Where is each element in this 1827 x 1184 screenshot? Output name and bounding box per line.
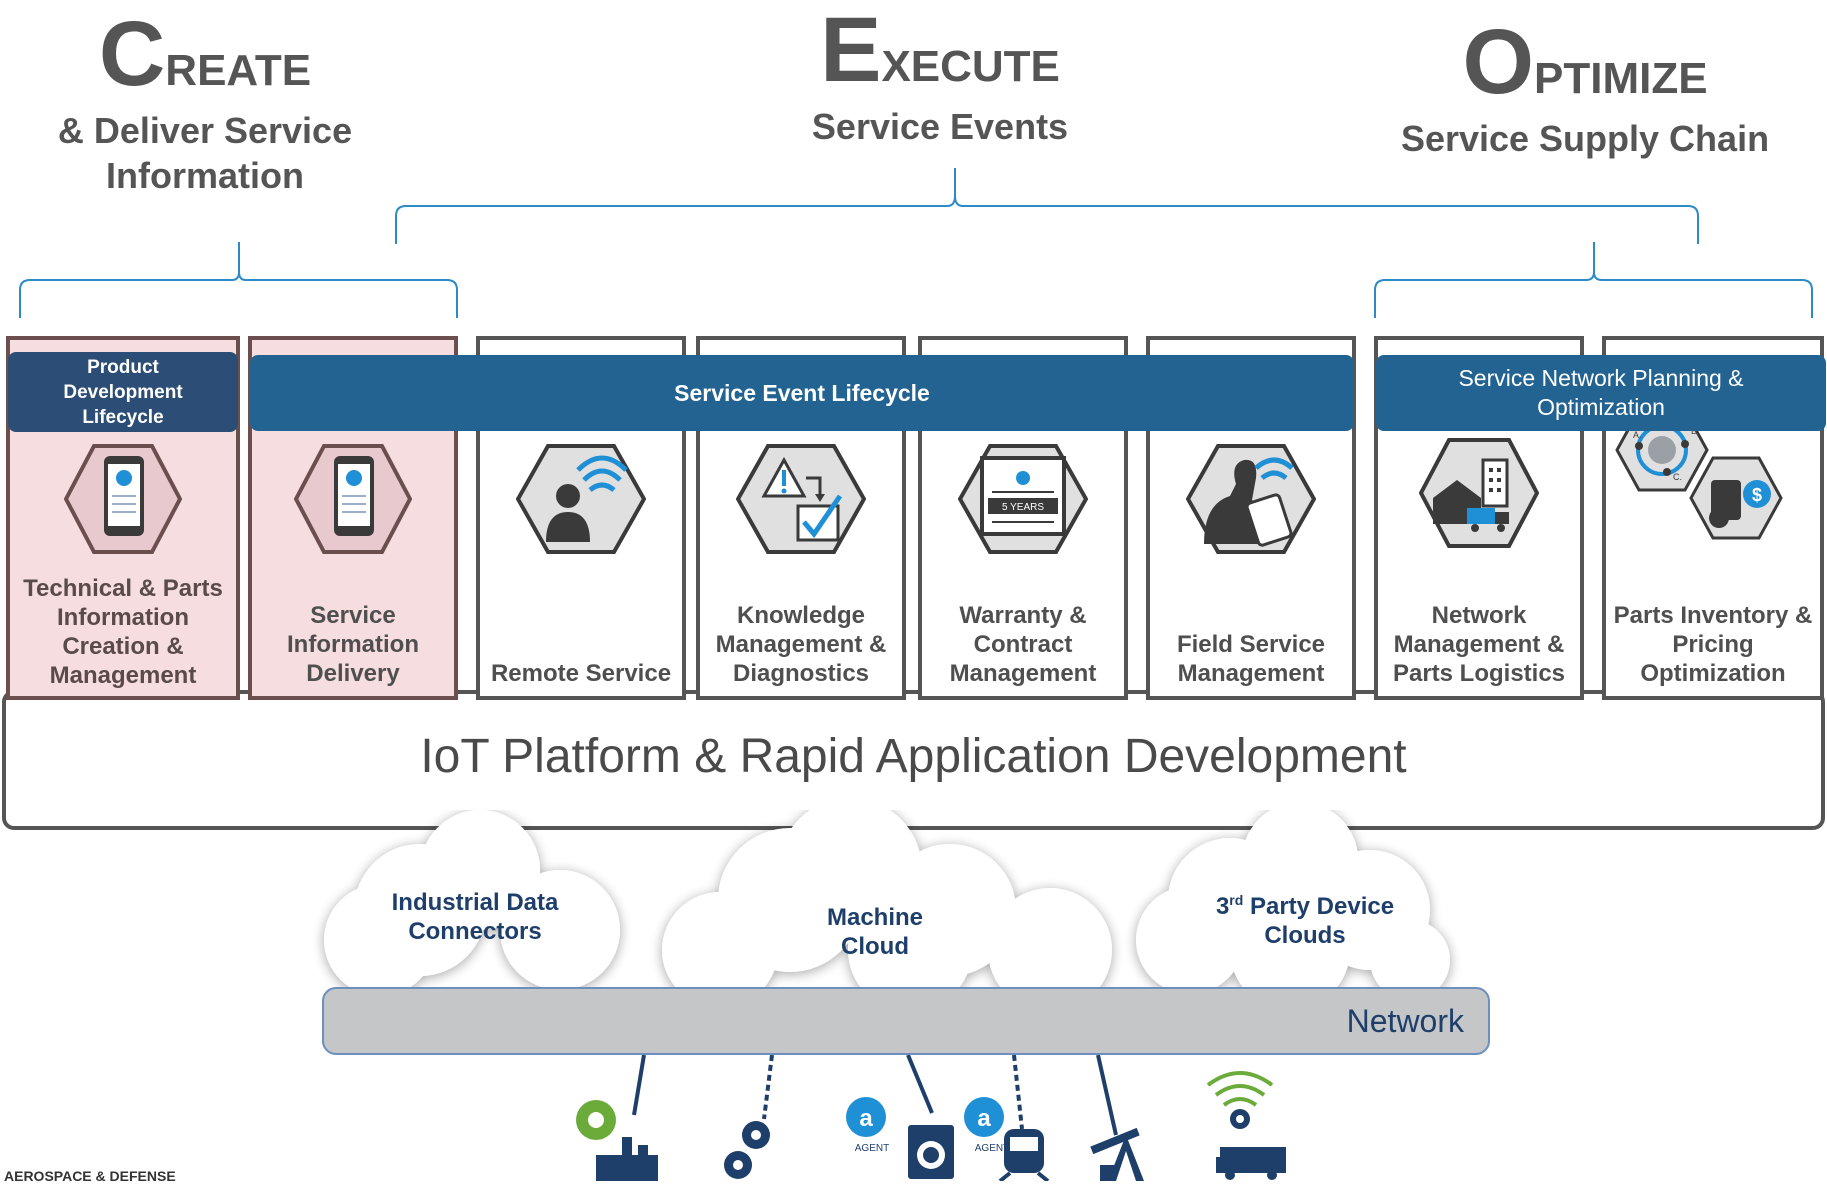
service-event-label: Service Event Lifecycle (674, 379, 930, 406)
wireless-truck-icon (1206, 1071, 1286, 1180)
tablet-gear-icon (293, 444, 413, 559)
dollar-sign-text: $ (1752, 485, 1762, 505)
connection-lines (632, 1055, 1118, 1136)
create-rest: REATE (165, 46, 312, 95)
column-label: Remote Service (490, 660, 672, 687)
svg-text:a: a (977, 1105, 991, 1132)
agent-badge-icon: a AGENT (846, 1097, 889, 1154)
third-party-number: 3 (1215, 893, 1230, 920)
column-label: Network Management & Parts Logistics (1392, 602, 1566, 687)
column-label: Service Information Delivery (287, 602, 419, 687)
optimize-bracket (1374, 242, 1813, 318)
create-header: CREATE & Deliver Service Information (40, 8, 370, 198)
column-label: Parts Inventory & Pricing Optimization (1613, 602, 1813, 687)
network-planning-label: Service Network Planning & Optimization (1458, 365, 1744, 420)
column-label: Warranty & Contract Management (949, 602, 1097, 687)
optimize-subtitle: Service Supply Chain (1400, 118, 1770, 159)
diagnostics-check-icon (735, 444, 867, 559)
footer-label: AEROSPACE & DEFENSE (4, 1168, 176, 1184)
gears-icon (724, 1121, 770, 1179)
warranty-years-text: 5 YEARS (1002, 502, 1044, 513)
warranty-certificate-icon: 5 YEARS (957, 444, 1089, 559)
network-planning-band: Service Network Planning & Optimization (1376, 355, 1826, 431)
optimize-header: OPTIMIZE Service Supply Chain (1375, 16, 1795, 161)
create-bracket (19, 242, 458, 318)
column-label: Technical & Parts Information Creation &… (23, 575, 223, 689)
execute-rest: XECUTE (881, 42, 1060, 91)
execute-bracket (395, 168, 1699, 244)
iot-platform-label: IoT Platform & Rapid Application Develop… (420, 729, 1407, 783)
execute-subtitle: Service Events (811, 106, 1069, 147)
third-party-text: Party Device Clouds (1243, 893, 1395, 949)
field-technician-tablet-icon (1185, 444, 1317, 559)
execute-header: EXECUTE Service Events (760, 4, 1120, 149)
product-development-band: Product Development Lifecycle (8, 352, 238, 432)
washing-machine-icon (908, 1125, 954, 1179)
create-subtitle-1: & Deliver Service (57, 110, 353, 151)
factory-gear-icon (576, 1100, 658, 1181)
industrial-cloud-shape (324, 810, 620, 996)
point-c-label: C. (1673, 472, 1682, 482)
service-event-band: Service Event Lifecycle (250, 355, 1354, 431)
third-party-cloud-label: 3rd Party Device Clouds (1210, 886, 1400, 950)
agent-badge-icon: a AGENT (964, 1097, 1009, 1154)
execute-initial: E (820, 0, 882, 101)
tablet-gear-icon (63, 444, 183, 559)
point-b-label: B. (1691, 426, 1700, 436)
point-a-label: A. (1633, 430, 1642, 440)
oil-pump-icon (1090, 1127, 1144, 1181)
create-subtitle-2: Information (106, 155, 304, 196)
svg-text:a: a (859, 1105, 873, 1132)
create-initial: C (98, 3, 166, 105)
network-label: Network (1346, 1002, 1464, 1039)
warehouse-logistics-icon (1418, 438, 1540, 553)
remote-technician-icon (515, 444, 647, 559)
connected-devices: a AGENT a AGENT (576, 1055, 1286, 1181)
agent-label: AGENT (975, 1143, 1009, 1154)
clouds-graphic (324, 810, 1450, 1010)
column-label: Field Service Management (1176, 631, 1326, 687)
product-development-label: Product Development Lifecycle (63, 356, 183, 428)
third-party-cloud-shape (1136, 810, 1450, 1010)
third-party-suffix: rd (1229, 892, 1244, 908)
industrial-cloud-label: Industrial Data Connectors (391, 889, 559, 945)
iot-platform-box: IoT Platform & Rapid Application Develop… (2, 690, 1825, 830)
optimize-rest: PTIMIZE (1534, 54, 1708, 103)
machine-cloud-label: Machine Cloud (826, 904, 924, 960)
column-label: Knowledge Management & Diagnostics (715, 602, 887, 687)
agent-label: AGENT (855, 1143, 889, 1154)
train-icon (998, 1129, 1050, 1181)
category-brackets (19, 168, 1813, 318)
optimize-initial: O (1462, 11, 1534, 113)
network-bar: Network (322, 987, 1490, 1055)
machine-cloud-shape (662, 810, 1112, 1010)
